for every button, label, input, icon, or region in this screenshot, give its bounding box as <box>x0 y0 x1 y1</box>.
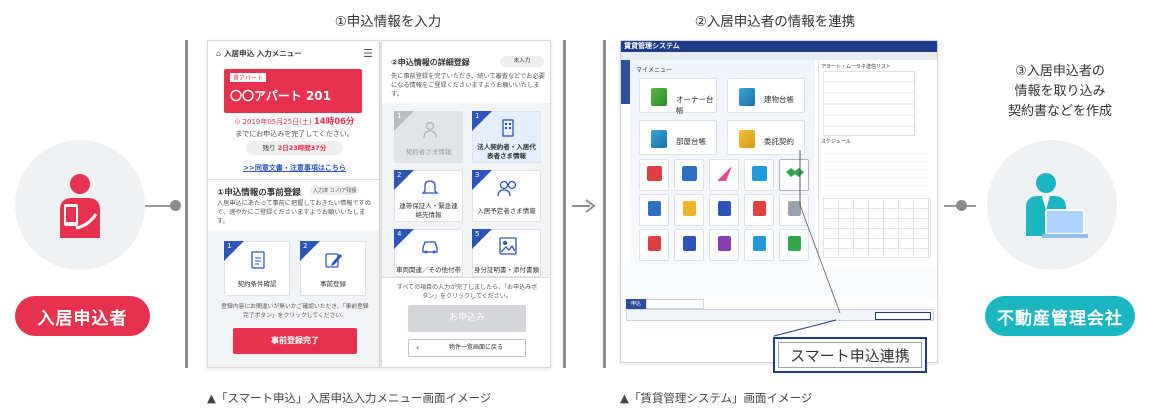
schedule-list <box>823 146 928 188</box>
car-icon <box>422 241 438 254</box>
pencil-icon <box>325 253 342 268</box>
property-name: 〇〇アパート 201 <box>230 89 331 103</box>
application-tab[interactable]: 申込 <box>626 299 646 309</box>
small-tile[interactable] <box>674 229 704 261</box>
company-avatar <box>987 140 1117 270</box>
zoom-callout-lines <box>773 150 841 337</box>
small-tile[interactable] <box>639 194 669 226</box>
tile-id-documents[interactable]: 5 身分証明書・添付書類 <box>472 229 541 277</box>
tile-corporate-contractor[interactable]: 1 法人契約者・入居代表者さま情報 <box>472 111 541 163</box>
caption-right: ▲「賃貸管理システム」画面イメージ <box>620 391 813 405</box>
phone-entry-menu: ⌂ 入居申込 入力メニュー ☰ 賃アパート 〇〇アパート 201 ⊙ 2019年… <box>207 40 380 368</box>
small-tile[interactable] <box>709 194 739 226</box>
divider-left <box>185 40 188 368</box>
submit-note: すべての項目の入力が完了しましたら、「お申込みボタン」をクリックしてください。 <box>396 284 538 300</box>
connector-left <box>145 205 177 207</box>
image-icon <box>499 237 517 255</box>
calendar <box>823 198 931 258</box>
small-tile[interactable] <box>674 194 704 226</box>
small-tile[interactable] <box>779 229 809 261</box>
tile-owner-ledger[interactable]: オーナー台帳 <box>639 78 717 115</box>
smart-apply-link-button[interactable]: スマート申込連携 <box>773 337 927 373</box>
small-tile[interactable] <box>744 194 774 226</box>
person-icon <box>423 121 437 139</box>
submit-button[interactable]: お申込み <box>408 305 526 332</box>
bell-icon <box>421 180 439 194</box>
person-laptop-icon <box>1026 173 1088 238</box>
section-badge: 入力済 コノ/ア残額 <box>310 186 360 195</box>
caption-left: ▲「スマート申込」入居申込入力メニュー画面イメージ <box>207 391 492 405</box>
footer-note: 登録内容にお間違いが無いかご確認いただき、「事前登録完了ボタン」をクリックしてく… <box>221 304 369 319</box>
small-tile[interactable] <box>779 194 809 226</box>
connector-dot-right <box>956 200 967 211</box>
menu-header: 入居申込 入力メニュー <box>224 48 302 58</box>
hamburger-icon[interactable]: ☰ <box>363 46 373 60</box>
alert-list <box>823 71 915 136</box>
people-icon <box>497 180 517 197</box>
tab-strip <box>646 299 704 309</box>
remaining-time: 残り 2日23時間37分 <box>246 141 343 155</box>
section-desc: 入居申込にあたって事前に把握しておきたい情報ですので、速やかにご登録くださいます… <box>217 200 372 225</box>
step1-title: ①申込情報を入力 <box>334 14 442 30</box>
small-tile[interactable] <box>744 159 774 191</box>
system-menu-bar <box>621 52 937 60</box>
tile-residents[interactable]: 3 入居予定者さま情報 <box>472 170 541 222</box>
complete-button[interactable]: 事前登録完了 <box>233 328 357 354</box>
system-side-tab[interactable] <box>621 60 630 104</box>
connector-dot-left <box>170 200 181 211</box>
deadline-date: ⊙ 2019年05月25日(土) <box>234 118 312 126</box>
property-badge: 賃アパート <box>230 73 266 82</box>
tile-guarantor[interactable]: 2 連帯保証人・緊急連絡先情報 <box>394 170 463 222</box>
tile-consignment-contract[interactable]: 委託契約 <box>727 120 805 155</box>
applicant-label: 入居申込者 <box>15 296 150 336</box>
step2-title: ②入居申込者の情報を連携 <box>694 14 856 30</box>
deadline-note: までにお申込みを完了してください。 <box>235 130 354 138</box>
agree-link[interactable]: >>同意文書・注意事項はこちら <box>243 164 346 172</box>
small-tile[interactable] <box>744 229 774 261</box>
company-label: 不動産管理会社 <box>985 296 1135 336</box>
person-phone-icon <box>60 174 100 238</box>
my-menu-label: マイメニュー <box>636 67 673 74</box>
small-tile[interactable] <box>674 159 704 191</box>
divider-center-right <box>603 40 606 368</box>
building-icon <box>502 119 514 137</box>
link-buttons[interactable] <box>875 312 931 320</box>
tile-contract-terms[interactable]: 1 契約条件確認 <box>224 241 290 296</box>
system-title: 賃貸管理システム <box>624 42 680 50</box>
tile-room-ledger[interactable]: 部屋台帳 <box>639 120 717 155</box>
document-icon <box>251 251 265 269</box>
applicant-avatar <box>15 140 145 270</box>
small-tile[interactable] <box>709 229 739 261</box>
section-title: ①申込情報の事前登録 <box>217 188 301 198</box>
back-button[interactable]: ‹ 物件一覧画面に戻る <box>408 339 526 357</box>
small-tile[interactable] <box>709 159 739 191</box>
home-icon[interactable]: ⌂ <box>216 48 222 58</box>
application-list <box>626 309 934 321</box>
deadline-time: 14時06分 <box>313 117 355 127</box>
phone-detail-registration: ②申込情報の詳細登録 未入力 先に事前登録を完了いただき、続いて審査などでお必要… <box>381 40 551 368</box>
tile-contractor-info[interactable]: 1 契約者さま情報 <box>394 111 463 163</box>
small-tile[interactable] <box>639 159 669 191</box>
tile-pre-registration[interactable]: 2 事前登録 <box>300 241 366 296</box>
alert-list-title: アラート・ムーラネ送信リスト <box>821 64 892 70</box>
rental-management-screen: 賃貸管理システム マイメニュー オーナー台帳 建物台帳 部屋台帳 委託契約 アラ… <box>620 40 938 363</box>
small-tile[interactable] <box>639 229 669 261</box>
detail-badge: 未入力 <box>500 56 544 67</box>
schedule-title: スケジュール <box>821 139 851 145</box>
chevron-left-icon: ‹ <box>416 343 420 352</box>
tile-vehicle[interactable]: 4 車両関連／その他付帯 <box>394 229 463 277</box>
divider-center-left <box>563 40 566 368</box>
detail-title: ②申込情報の詳細登録 <box>391 58 470 67</box>
step3-title: ③入居申込者の 情報を取り込み 契約書などを作成 <box>1007 64 1112 119</box>
arrow-right-icon <box>572 199 596 213</box>
tile-building-ledger[interactable]: 建物台帳 <box>727 78 805 113</box>
detail-desc: 先に事前登録を完了いただき、続いて審査などでお必要になる情報をご登録くださいます… <box>391 73 545 98</box>
